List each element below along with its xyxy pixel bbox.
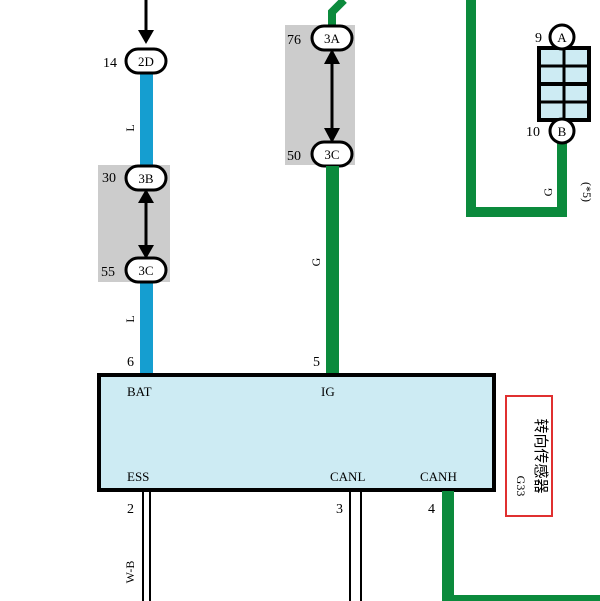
green-wire-top-bend bbox=[328, 0, 347, 28]
canh-green-wire bbox=[442, 491, 600, 601]
terminal-ess-label: ESS bbox=[127, 469, 149, 484]
connector-2d-label: 2D bbox=[138, 54, 154, 69]
connector-3c-left bbox=[124, 256, 168, 284]
component-box bbox=[97, 373, 496, 492]
left-top-arrowhead bbox=[138, 30, 154, 44]
junction-mid-arrow-up bbox=[324, 49, 340, 64]
terminal-pin-5: 5 bbox=[313, 355, 320, 370]
terminal-bat-label: BAT bbox=[127, 384, 152, 399]
blue-wire-segment-upper bbox=[140, 72, 153, 168]
wire-label-g-mid: G bbox=[309, 257, 323, 266]
terminal-ig-label: IG bbox=[321, 384, 335, 399]
mid-wire-group: 3A 76 3C 50 G 5 bbox=[285, 0, 355, 376]
wire-label-l-lower: L bbox=[123, 315, 137, 322]
terminal-canl-label: CANL bbox=[330, 469, 365, 484]
blue-wire-segment-lower bbox=[140, 282, 153, 376]
terminal-pin-6: 6 bbox=[127, 355, 134, 370]
connector-a-label: A bbox=[557, 30, 567, 45]
green-wire-loop bbox=[466, 0, 567, 217]
connector-a-circle bbox=[548, 23, 576, 51]
connector-3a-label: 3A bbox=[324, 31, 341, 46]
note-star-5: (*5) bbox=[580, 182, 594, 202]
right-wire-group: A 9 B 10 G (*5) bbox=[466, 0, 594, 217]
junction-left-arrow-down bbox=[138, 245, 154, 259]
connector-2d-pin: 14 bbox=[103, 56, 117, 71]
connector-3a-pin: 76 bbox=[287, 33, 301, 48]
terminal-canh-label: CANH bbox=[420, 469, 457, 484]
pin-4-canh: 4 bbox=[428, 502, 435, 517]
component-name: 转向传感器 bbox=[532, 418, 549, 493]
connector-3b-pin: 30 bbox=[102, 171, 116, 186]
wire-label-wb: W-B bbox=[123, 561, 137, 584]
connector-3c-left-label: 3C bbox=[138, 263, 153, 278]
junction-left-arrow-up bbox=[138, 189, 154, 203]
bottom-wire-group: W-B bbox=[123, 491, 600, 601]
connector-3c-left-pin: 55 bbox=[101, 265, 115, 280]
steering-sensor-component: BAT IG ESS CANL CANH 2 3 4 G33 转向传感器 bbox=[97, 373, 553, 517]
wire-label-g-right: G bbox=[541, 187, 555, 196]
component-name-frame bbox=[505, 395, 553, 517]
left-wire-group: 2D 14 L 3B 30 3C 55 L 6 bbox=[98, 0, 170, 376]
connector-3c-mid-label: 3C bbox=[324, 147, 339, 162]
connector-b-pin: 10 bbox=[526, 125, 540, 140]
pin-3-canl: 3 bbox=[336, 502, 343, 517]
connector-3b bbox=[124, 164, 168, 192]
connector-b-circle bbox=[548, 117, 576, 145]
green-wire-mid bbox=[326, 166, 339, 376]
junction-mid-arrow-down bbox=[324, 128, 340, 143]
connector-3b-label: 3B bbox=[138, 171, 154, 186]
pin-2-ess: 2 bbox=[127, 502, 134, 517]
connector-a-pin: 9 bbox=[535, 31, 542, 46]
connector-3c-mid-pin: 50 bbox=[287, 149, 301, 164]
connector-b-label: B bbox=[558, 124, 567, 139]
wire-label-l-upper: L bbox=[123, 124, 137, 131]
connector-3a bbox=[310, 24, 354, 52]
connector-2d bbox=[124, 47, 168, 75]
component-code: G33 bbox=[514, 476, 528, 497]
